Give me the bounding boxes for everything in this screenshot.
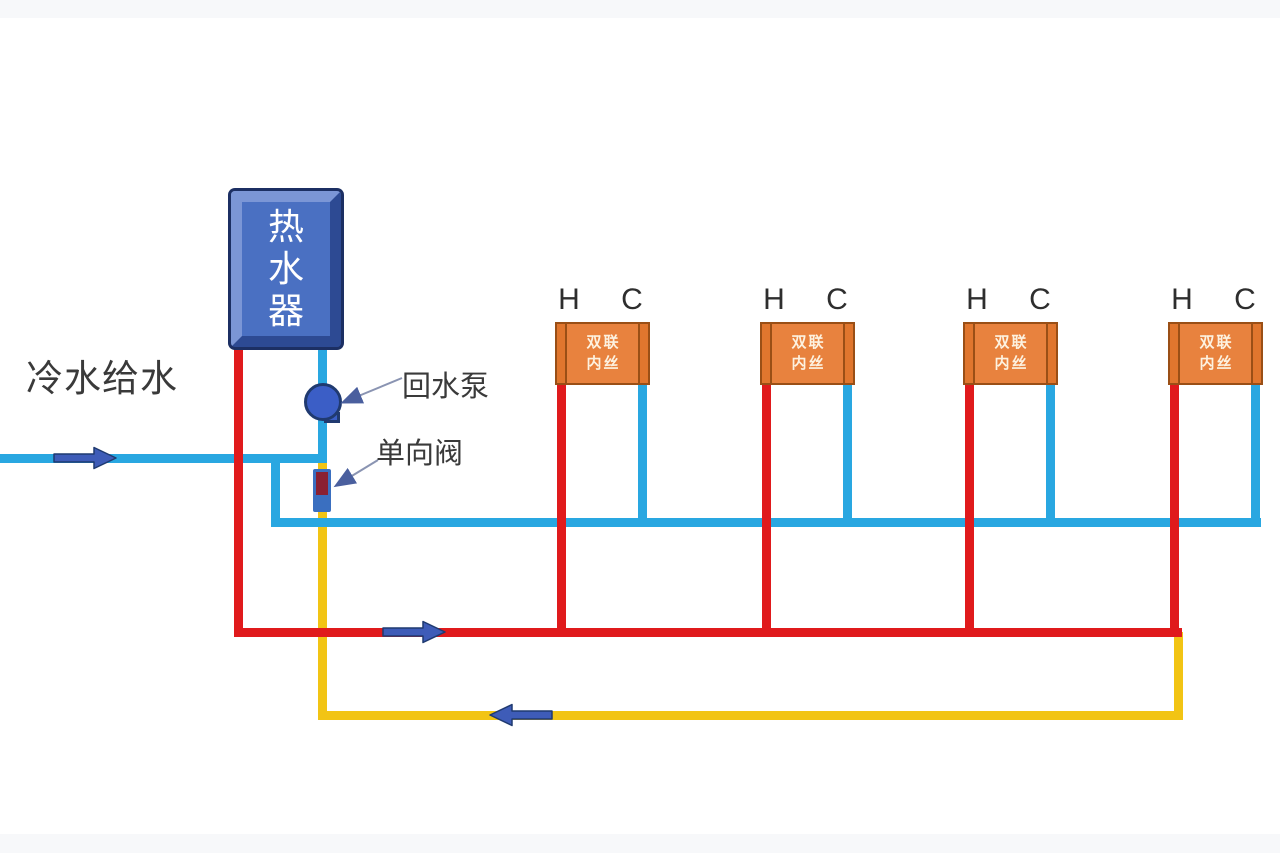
- fixture-1: H C 双联 内丝: [555, 0, 650, 853]
- fixture-1-box-label: 双联 内丝: [567, 324, 638, 383]
- fixture-2-box: 双联 内丝: [760, 322, 855, 385]
- fixture-3-box-line2: 内丝: [994, 354, 1029, 372]
- return-flow-arrow: [489, 703, 553, 727]
- cold-branch-pipe: [271, 454, 280, 527]
- fixture-2-box-line1: 双联: [791, 334, 826, 352]
- hot-flow-arrow: [382, 620, 446, 644]
- return-riser-pipe: [318, 458, 327, 719]
- fixture-3-box: 双联 内丝: [963, 322, 1058, 385]
- hot-distribution-pipe: [234, 628, 1182, 637]
- fixture-2-box-label: 双联 内丝: [772, 324, 843, 383]
- fixture-3-box-label: 双联 内丝: [975, 324, 1046, 383]
- return-pump-label: 回水泵: [402, 371, 490, 403]
- bottom-edge-band: [0, 834, 1280, 853]
- cold-supply-pipe: [0, 454, 327, 463]
- fixture-4-box: 双联 内丝: [1168, 322, 1263, 385]
- fixture-4-box-line1: 双联: [1199, 334, 1234, 352]
- fixture-2-box-line2: 内丝: [791, 354, 826, 372]
- fixture-4-left-union: [1170, 324, 1180, 383]
- fixture-2-cold-riser: [843, 380, 852, 527]
- fixture-3-left-union: [965, 324, 975, 383]
- cold-supply-label: 冷水给水: [26, 358, 178, 399]
- return-bottom-pipe: [318, 711, 1183, 720]
- fixture-2-cold-label: C: [826, 283, 848, 316]
- fixture-1-right-union: [638, 324, 648, 383]
- fixture-4-hot-riser: [1170, 380, 1179, 637]
- fixture-2-hot-label: H: [763, 283, 785, 316]
- return-pump-leader-arrow: [340, 377, 403, 404]
- fixture-3-cold-label: C: [1029, 283, 1051, 316]
- fixture-1-hot-riser: [557, 380, 566, 637]
- return-pump: [304, 383, 342, 421]
- water-heater: 热水器: [228, 188, 344, 350]
- fixture-2-right-union: [843, 324, 853, 383]
- fixture-4-box-line2: 内丝: [1199, 354, 1234, 372]
- fixture-4-cold-riser: [1251, 380, 1260, 527]
- fixture-1-box-line2: 内丝: [586, 354, 621, 372]
- fixture-1-cold-label: C: [621, 283, 643, 316]
- check-valve-label: 单向阀: [376, 438, 464, 470]
- fixture-1-cold-riser: [638, 380, 647, 527]
- fixture-4: H C 双联 内丝: [1168, 0, 1263, 853]
- fixture-2: H C 双联 内丝: [760, 0, 855, 853]
- check-valve-leader-arrow: [333, 459, 379, 488]
- fixture-3-right-union: [1046, 324, 1056, 383]
- fixture-1-box: 双联 内丝: [555, 322, 650, 385]
- fixture-3-cold-riser: [1046, 380, 1055, 527]
- fixture-1-hot-label: H: [558, 283, 580, 316]
- cold-flow-arrow: [53, 446, 117, 470]
- fixture-3: H C 双联 内丝: [963, 0, 1058, 853]
- fixture-3-hot-label: H: [966, 283, 988, 316]
- fixture-2-left-union: [762, 324, 772, 383]
- fixture-1-left-union: [557, 324, 567, 383]
- fixture-1-box-line1: 双联: [586, 334, 621, 352]
- fixture-4-right-union: [1251, 324, 1261, 383]
- fixture-4-box-label: 双联 内丝: [1180, 324, 1251, 383]
- fixture-3-hot-riser: [965, 380, 974, 637]
- heater-hot-outlet-pipe: [234, 345, 243, 637]
- top-edge-band: [0, 0, 1280, 18]
- check-valve: [313, 469, 331, 512]
- fixture-4-cold-label: C: [1234, 283, 1256, 316]
- return-right-pipe: [1174, 632, 1183, 719]
- water-heater-panel: 热水器: [231, 191, 341, 347]
- fixture-3-box-line1: 双联: [994, 334, 1029, 352]
- fixture-4-hot-label: H: [1171, 283, 1193, 316]
- fixture-2-hot-riser: [762, 380, 771, 637]
- water-heater-label: 热水器: [267, 206, 304, 331]
